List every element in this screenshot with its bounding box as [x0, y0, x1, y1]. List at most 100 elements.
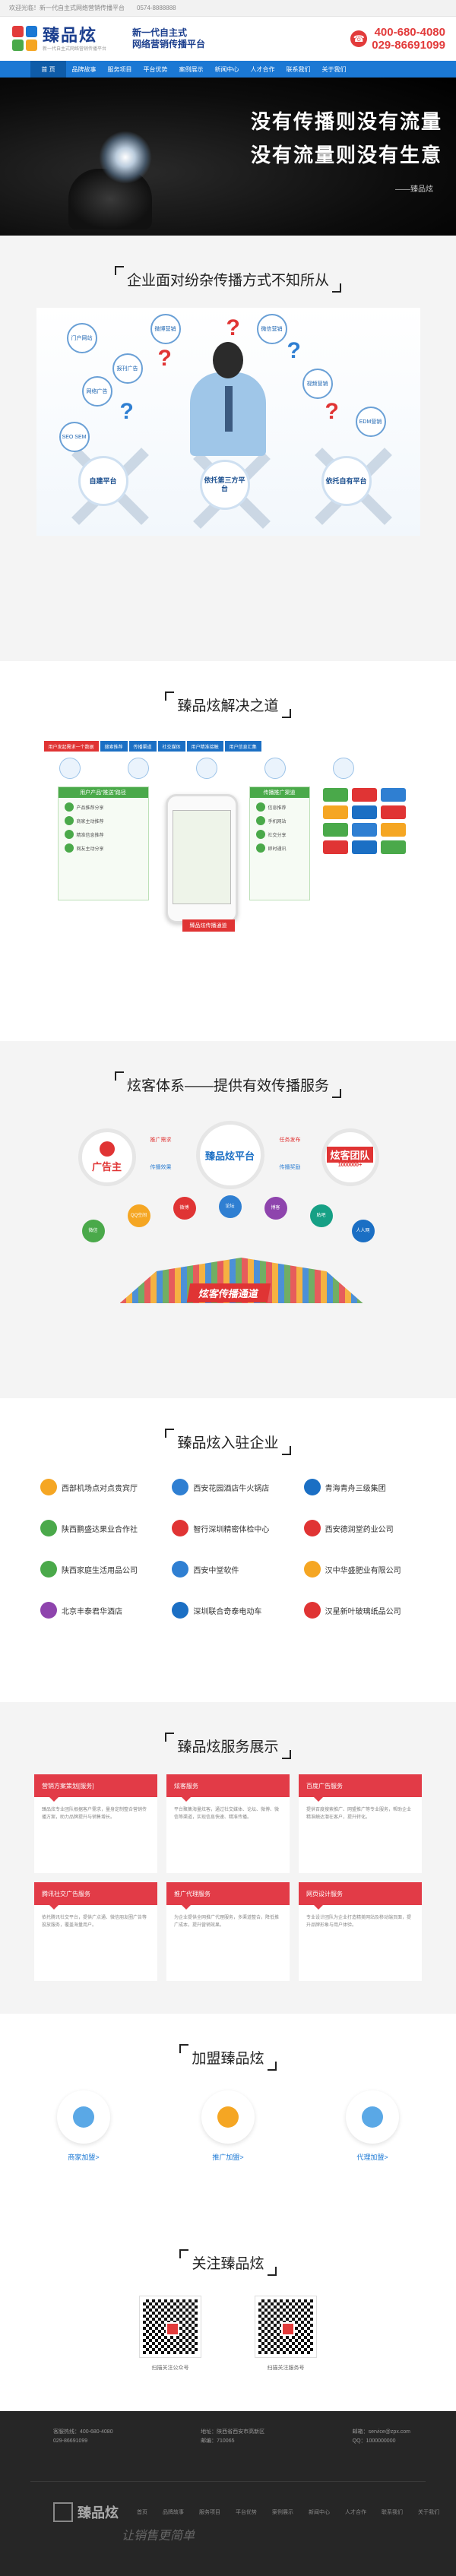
weibo-icon: [351, 788, 378, 802]
column-header: 传播推广渠道: [249, 787, 309, 798]
service-card[interactable]: 炫客服务平台聚集海量炫客，通过社交媒体、论坛、微博、微信等渠道，实现信息快速、精…: [166, 1774, 290, 1873]
channel-circle: 网络广告: [81, 376, 112, 407]
question-mark-icon: ?: [226, 315, 240, 340]
nav-item-home[interactable]: 首 页: [30, 61, 66, 78]
team-count: 1000000+: [337, 1163, 363, 1168]
join-link: 商家加盟>: [68, 2154, 100, 2161]
nav-item-news[interactable]: 新闻中心: [214, 65, 239, 73]
company-logo-icon: [40, 1520, 57, 1536]
check-icon: [64, 830, 74, 839]
check-icon: [255, 830, 265, 839]
node-label: 臻品炫平台: [204, 1150, 255, 1162]
glow-orb-image: [99, 131, 152, 184]
footer-link[interactable]: 首页: [137, 2510, 147, 2515]
partner-card[interactable]: 北京丰泰君华酒店: [34, 1593, 159, 1627]
channel-circle: EDM营销: [355, 407, 386, 437]
nav-item-advantages[interactable]: 平台优势: [143, 65, 168, 73]
chat-icon: [322, 823, 348, 837]
platform-circle: 自建平台: [78, 456, 128, 506]
partner-card[interactable]: 智行深圳精密体检中心: [166, 1511, 290, 1545]
partner-card[interactable]: 汉星新叶玻璃纸品公司: [297, 1593, 422, 1627]
arrow-label: 任务发布: [279, 1138, 301, 1143]
nav-item-talent[interactable]: 人才合作: [250, 65, 275, 73]
footer-link[interactable]: 联系我们: [382, 2510, 403, 2515]
column-item: 即时通讯: [268, 847, 287, 852]
nav-item-contact[interactable]: 联系我们: [286, 65, 311, 73]
section-title: 炫客体系——提供有效传播服务: [114, 1071, 342, 1098]
nav-item-services[interactable]: 服务项目: [107, 65, 132, 73]
service-card[interactable]: 网页设计服务专业设计团队为企业打造精美网站及移动端页面，提升品牌形象与用户体验。: [299, 1882, 422, 1981]
platform-circle: 依托自有平台: [321, 456, 372, 506]
partner-card[interactable]: 西安德润堂药业公司: [297, 1511, 422, 1545]
service-card[interactable]: 百度广告服务提供百度搜索推广、网盟推广等专业服务，帮助企业精准触达潜在客户，提升…: [299, 1774, 422, 1873]
footer-link[interactable]: 品牌故事: [163, 2510, 184, 2515]
smartphone-image: [165, 794, 238, 923]
nav-item-cases[interactable]: 案例展示: [179, 65, 204, 73]
service-desc: 提供百度搜索推广、网盟推广等专业服务，帮助企业精准触达潜在客户，提升转化。: [306, 1808, 412, 1820]
nav-item-brand[interactable]: 品牌故事: [71, 65, 97, 73]
channel-circle: SEO SEM: [59, 422, 90, 452]
partner-card[interactable]: 汉中华盛肥业有限公司: [297, 1552, 422, 1586]
partner-card[interactable]: 西安花园酒店牛火锅店: [166, 1470, 290, 1504]
footer-link[interactable]: 新闻中心: [309, 2510, 330, 2515]
main-nav: 首 页 品牌故事 服务项目 平台优势 案例展示 新闻中心 人才合作 联系我们 关…: [0, 61, 456, 78]
hotline-2: 029-86691099: [372, 39, 445, 52]
arrow-label: 传播奖励: [279, 1165, 301, 1170]
footer-link[interactable]: 服务项目: [199, 2510, 220, 2515]
system-diagram: 广告主 臻品炫平台 炫客团队 1000000+ 推广需求 传播效果 任务发布 传…: [36, 1113, 420, 1303]
hero-banner: 没有传播则没有流量 没有流量则没有生意 ——臻品炫: [0, 78, 456, 236]
platform-node: 臻品炫平台: [195, 1121, 264, 1189]
service-title: 百度广告服务: [299, 1774, 422, 1802]
section-join: 加盟臻品炫 商家加盟> 推广加盟> 代理加盟>: [0, 2014, 456, 2219]
hotline-1: 400-680-4080: [374, 26, 445, 39]
channel-chip: 微博: [173, 1197, 196, 1220]
store-icon: [73, 2106, 94, 2128]
partner-card[interactable]: 陕西家庭生活用品公司: [34, 1552, 159, 1586]
check-icon: [255, 802, 265, 812]
channel-chip: 博客: [264, 1197, 287, 1220]
location-icon: [362, 2106, 383, 2128]
footer-logo[interactable]: 臻品炫: [53, 2502, 119, 2522]
service-card[interactable]: 推广代理服务为企业提供全网推广代理服务，多渠道整合，降低推广成本，提升营销效果。: [166, 1882, 290, 1981]
platform-circle: 依托第三方平台: [199, 460, 250, 510]
section-title: 臻品炫入驻企业: [165, 1429, 291, 1455]
banner-signature: ——臻品炫: [395, 185, 433, 194]
advertiser-node: 广告主: [78, 1128, 136, 1186]
service-card[interactable]: 营销方案策划[服务]臻品炫专业团队根据客户需求，量身定制整合营销传播方案，助力品…: [34, 1774, 157, 1873]
forum-icon: [351, 840, 378, 854]
nav-item-about[interactable]: 关于我们: [321, 65, 347, 73]
partner-card[interactable]: 陕西鹏盛达果业合作社: [34, 1511, 159, 1545]
computer-icon: [59, 758, 81, 779]
node-label: 广告主: [91, 1161, 122, 1172]
partner-card[interactable]: 西安中堂软件: [166, 1552, 290, 1586]
logo[interactable]: 臻品炫 新一代自主式网络营销传播平台: [12, 26, 106, 52]
question-mark-icon: ?: [157, 346, 172, 371]
qq-icon: [381, 788, 407, 802]
partner-card[interactable]: 深圳联合奇泰电动车: [166, 1593, 290, 1627]
check-icon: [64, 843, 74, 853]
column-item: 商家主动推荐: [76, 819, 104, 824]
check-icon: [64, 816, 74, 825]
qr-codes: 扫描关注公众号 扫描关注服务号: [0, 2296, 456, 2372]
footer-link[interactable]: 平台优势: [236, 2510, 257, 2515]
footer-link[interactable]: 案例展示: [272, 2510, 293, 2515]
flow-step: 搜索推荐: [100, 741, 128, 752]
partner-card[interactable]: 青海青舟三级集团: [297, 1470, 422, 1504]
qr-label: 扫描关注服务号: [267, 2366, 305, 2371]
join-promoter[interactable]: 推广加盟>: [201, 2090, 255, 2162]
share-icon: [195, 758, 217, 779]
footer-link[interactable]: 关于我们: [418, 2510, 439, 2515]
join-agent[interactable]: 代理加盟>: [346, 2090, 399, 2162]
join-merchant[interactable]: 商家加盟>: [57, 2090, 110, 2162]
partner-card[interactable]: 西部机场点对点贵宾厅: [34, 1470, 159, 1504]
flow-step: 用户发起需求一个数据: [43, 741, 99, 752]
service-desc: 依托腾讯社交平台，提供广点通、微信朋友圈广告等投放服务，覆盖海量用户。: [42, 1916, 147, 1928]
channel-cta-button[interactable]: 臻品炫传播通道: [182, 919, 235, 932]
douban-icon: [381, 805, 407, 819]
column-item: 产品推荐分享: [76, 805, 104, 811]
qr-official: 扫描关注公众号: [139, 2296, 201, 2372]
footer-link[interactable]: 人才合作: [345, 2510, 366, 2515]
service-card[interactable]: 腾讯社交广告服务依托腾讯社交平台，提供广点通、微信朋友圈广告等投放服务，覆盖海量…: [34, 1882, 157, 1981]
chat-icon: [264, 758, 286, 779]
